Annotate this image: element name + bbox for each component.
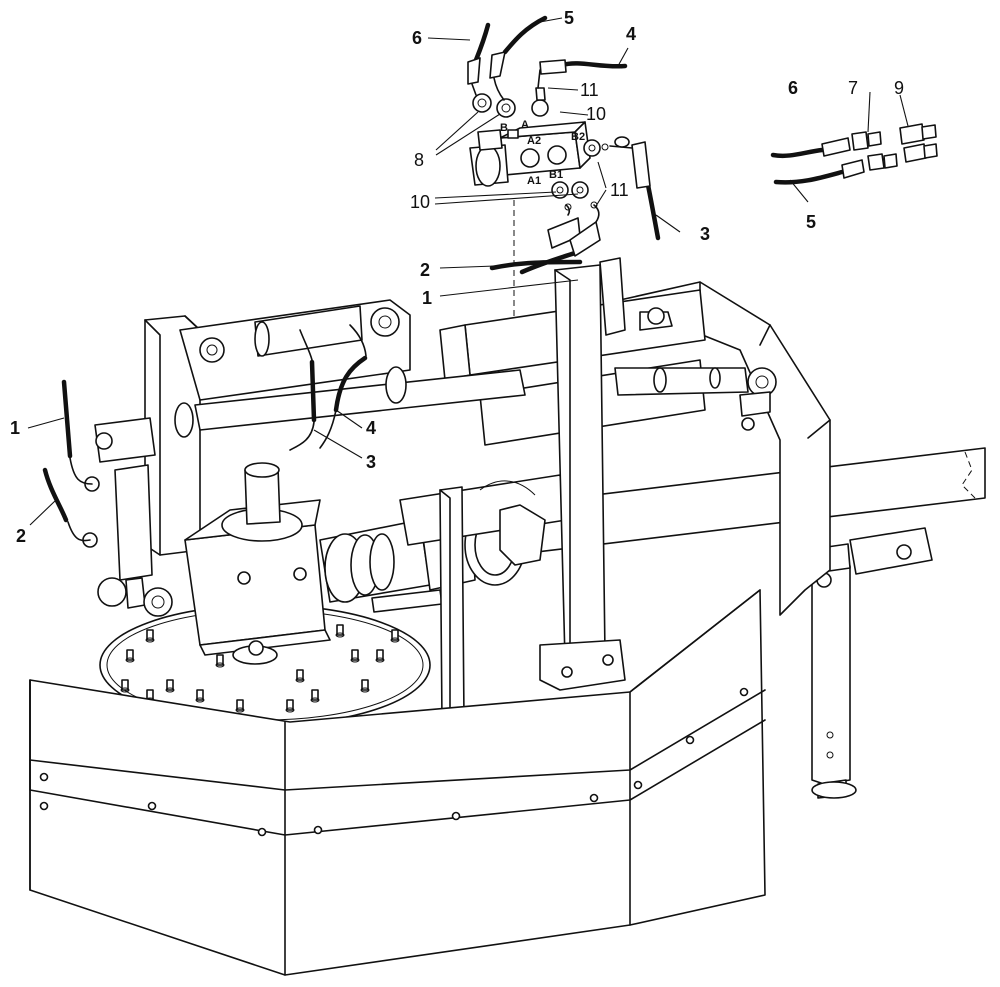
coupler-detail — [770, 123, 938, 185]
guard-rivet — [685, 735, 695, 745]
disc-bolt — [375, 649, 385, 663]
disc-bolt — [165, 679, 175, 693]
port-b2-label: B2 — [571, 131, 585, 143]
guard-rivet — [39, 772, 49, 782]
valve-fittings — [472, 87, 609, 211]
top-link-assembly — [614, 307, 777, 431]
disc-bolt — [335, 624, 345, 638]
callout-8: 8 — [414, 150, 424, 170]
callout-6-detail: 6 — [788, 78, 798, 98]
callout-4-top: 4 — [626, 24, 636, 44]
port-b1-label: B1 — [549, 169, 563, 181]
solenoid-valve — [469, 121, 591, 187]
center-post — [439, 257, 626, 723]
guard-rivet — [39, 801, 49, 811]
guard-rivet — [147, 801, 157, 811]
valve-port-labels: B A A2 B2 A1 B1 — [500, 119, 585, 187]
callout-7: 7 — [848, 78, 858, 98]
callout-6-top: 6 — [412, 28, 422, 48]
callout-9: 9 — [894, 78, 904, 98]
callout-4-machine: 4 — [366, 418, 376, 438]
disc-bolt — [350, 649, 360, 663]
callout-5-top: 5 — [564, 8, 574, 28]
callout-2-machine: 2 — [16, 526, 26, 546]
hydraulic-cylinder — [82, 417, 173, 617]
callout-5-detail: 5 — [806, 212, 816, 232]
machine-hoses — [42, 324, 368, 542]
left-mast — [144, 299, 526, 556]
guard-rivet — [739, 687, 749, 697]
disc-bolts — [120, 624, 400, 713]
disc-bolt — [215, 654, 225, 668]
callout-1-machine: 1 — [10, 418, 20, 438]
port-b-label: B — [500, 122, 508, 134]
callout-11-bottom: 11 — [610, 180, 629, 200]
disc-bolt — [310, 689, 320, 703]
callout-2-top: 2 — [420, 260, 430, 280]
callout-3-machine: 3 — [366, 452, 376, 472]
hopper-guard — [29, 589, 766, 976]
disc-bolt — [235, 699, 245, 713]
hitch-jack — [811, 527, 933, 799]
disc-bolt — [295, 669, 305, 683]
guard-rivet — [589, 793, 599, 803]
guard-rivet — [633, 780, 643, 790]
disc-bolt — [145, 629, 155, 643]
port-a2-label: A2 — [527, 135, 541, 147]
callout-3-top: 3 — [700, 224, 710, 244]
guard-rivets — [39, 687, 749, 837]
disc-bolt — [120, 679, 130, 693]
callout-11-top: 11 — [580, 80, 599, 100]
disc-bolt — [360, 679, 370, 693]
callout-10-top: 10 — [586, 104, 606, 124]
guard-rivet — [257, 827, 267, 837]
disc-bolt — [285, 699, 295, 713]
leader-lines — [27, 17, 909, 526]
port-a-label: A — [521, 119, 529, 131]
disc-bolt — [125, 649, 135, 663]
callout-10-bottom: 10 — [410, 192, 430, 212]
guard-rivet — [313, 825, 323, 835]
port-a1-label: A1 — [527, 175, 541, 187]
guard-rivet — [451, 811, 461, 821]
disc-bolt — [390, 629, 400, 643]
callout-1-top: 1 — [422, 288, 432, 308]
exploded-hoses — [467, 15, 661, 275]
callout-labels: 6 5 4 11 10 8 10 11 3 2 1 6 7 9 5 1 4 3 … — [10, 8, 904, 546]
disc-bolt — [195, 689, 205, 703]
gearbox — [184, 462, 331, 665]
